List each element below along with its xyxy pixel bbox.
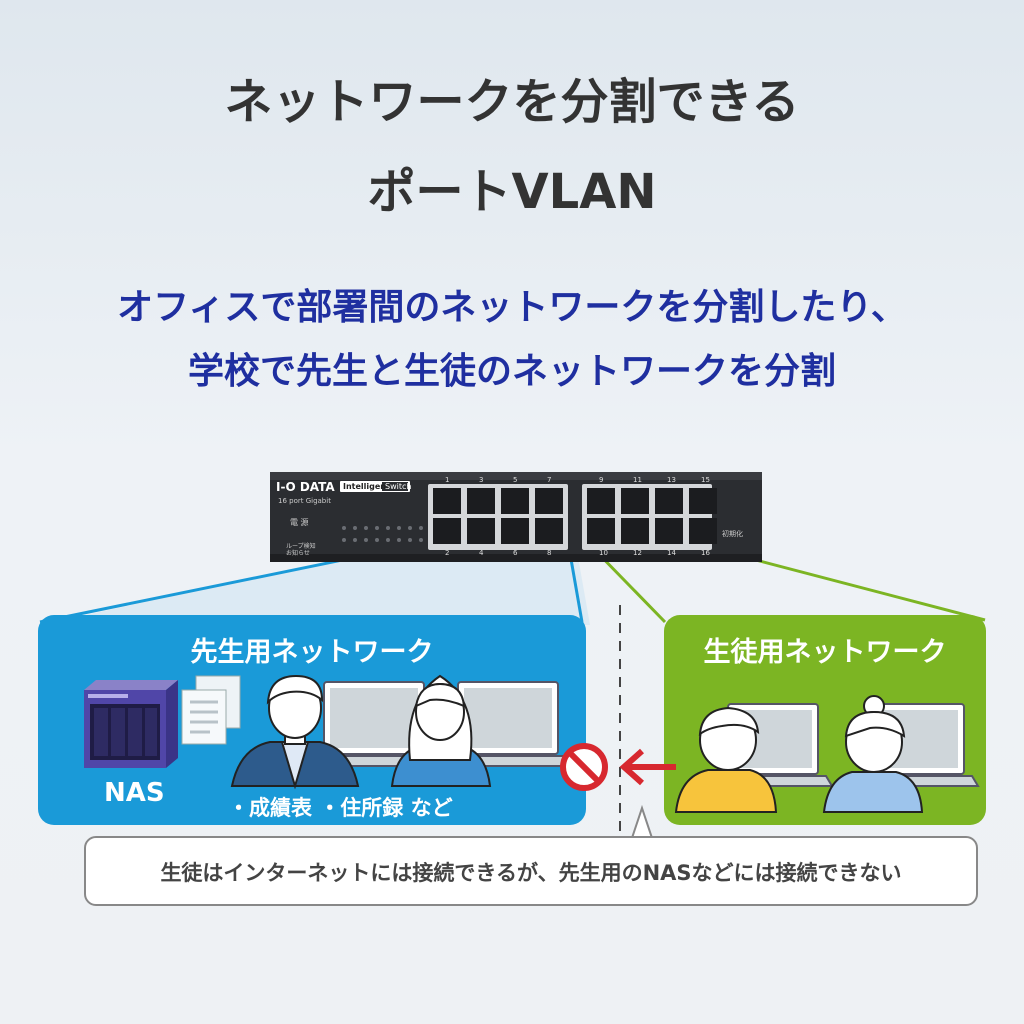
document-icon (181, 675, 241, 745)
port-number: 10 (599, 549, 608, 557)
power-label: 電 源 (290, 518, 309, 527)
port-led (353, 538, 357, 542)
port-number: 3 (479, 476, 484, 484)
ethernet-port (689, 518, 717, 544)
port-led (364, 526, 368, 530)
port-number: 2 (445, 549, 450, 557)
port-led (386, 526, 390, 530)
port-number: 12 (633, 549, 642, 557)
port-led (397, 526, 401, 530)
subtitle-line2: 学校で先生と生徒のネットワークを分割 (187, 351, 836, 392)
port-number: 4 (479, 549, 484, 557)
port-led (419, 538, 423, 542)
note-callout: 生徒はインターネットには接続できるが、先生用のNASなどには接続できない (84, 836, 978, 906)
female-student-icon (822, 695, 924, 813)
switch-model: 16 port Gigabit (278, 497, 331, 505)
ethernet-port (621, 518, 649, 544)
male-student-icon (674, 706, 778, 813)
port-number: 5 (513, 476, 518, 484)
page-title-line2: ポートVLAN (367, 164, 657, 220)
port-number: 16 (701, 549, 710, 557)
note-pointer (630, 804, 654, 839)
nas-icon (84, 680, 178, 768)
switch-badge-left: Intelligent (343, 482, 390, 491)
loop-label: ループ検知 お知らせ (286, 543, 316, 557)
port-led (386, 538, 390, 542)
reset-label: 初期化 (722, 530, 743, 538)
teacher-items-label: ・成績表 ・住所録 など (228, 796, 453, 820)
student-network-title: 生徒用ネットワーク (703, 637, 947, 668)
female-teacher-icon (390, 674, 492, 787)
ethernet-port (433, 488, 461, 514)
port-led (408, 538, 412, 542)
port-number: 13 (667, 476, 676, 484)
port-number: 8 (547, 549, 552, 557)
port-led (353, 526, 357, 530)
arrow-left-icon (619, 748, 676, 786)
port-number: 1 (445, 476, 450, 484)
ethernet-port (621, 488, 649, 514)
male-teacher-icon (230, 674, 360, 790)
port-number: 14 (667, 549, 676, 557)
port-led (342, 538, 346, 542)
blocked-icon (560, 743, 608, 791)
subtitle-line1: オフィスで部署間のネットワークを分割したり、 (117, 287, 907, 328)
port-number: 6 (513, 549, 518, 557)
note-text: 生徒はインターネットには接続できるが、先生用のNASなどには接続できない (160, 861, 902, 885)
ethernet-port (655, 488, 683, 514)
port-number: 15 (701, 476, 710, 484)
ethernet-port (467, 518, 495, 544)
ethernet-port (501, 518, 529, 544)
ethernet-port (655, 518, 683, 544)
page-title: ネットワークを分割できる (224, 74, 800, 130)
ethernet-port (587, 518, 615, 544)
ethernet-port (433, 518, 461, 544)
port-number: 9 (599, 476, 604, 484)
switch-badge-right: Switch (385, 482, 412, 491)
network-switch (270, 472, 762, 562)
ethernet-port (467, 488, 495, 514)
port-led (419, 526, 423, 530)
port-number: 7 (547, 476, 552, 484)
ethernet-port (535, 518, 563, 544)
port-led (375, 538, 379, 542)
nas-label: NAS (104, 778, 165, 808)
port-led (342, 526, 346, 530)
ethernet-port (587, 488, 615, 514)
port-led (375, 526, 379, 530)
port-number: 11 (633, 476, 642, 484)
ethernet-port (501, 488, 529, 514)
switch-brand: I-O DATA (276, 480, 335, 494)
port-led (408, 526, 412, 530)
port-led (364, 538, 368, 542)
port-led (397, 538, 401, 542)
ethernet-port (535, 488, 563, 514)
teacher-network-title: 先生用ネットワーク (190, 637, 434, 668)
ethernet-port (689, 488, 717, 514)
